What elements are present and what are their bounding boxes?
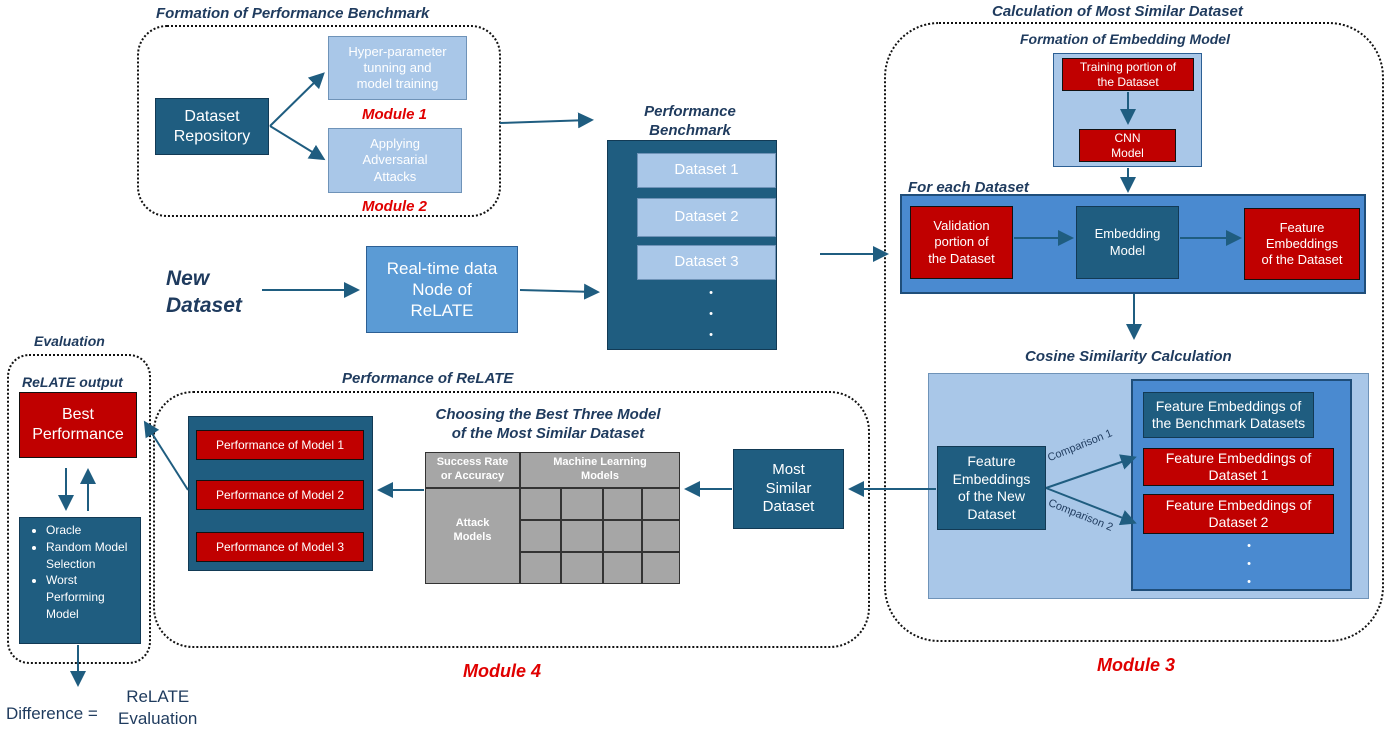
heading-formation-embedding: Formation of Embedding Model	[1020, 31, 1230, 47]
module-4-label: Module 4	[463, 661, 542, 681]
embedding-model-box: Embedding Model	[1076, 206, 1179, 279]
db-item-dataset-3: Dataset 3	[637, 245, 776, 280]
performance-model-3-box: Performance of Model 3	[196, 532, 364, 562]
eval-item-worst: Worst Performing Model	[46, 572, 136, 622]
realtime-node-box: Real-time data Node of ReLATE	[366, 246, 518, 333]
hyperparameter-box: Hyper-parameter tunning and model traini…	[328, 36, 467, 100]
arrow-repo-to-adversarial	[269, 125, 326, 161]
module-1-label: Module 1	[362, 106, 428, 123]
embeddings-more-dots: • • •	[1247, 540, 1251, 588]
heading-cosine: Cosine Similarity Calculation	[1025, 348, 1232, 365]
db-item-dataset-1: Dataset 1	[637, 153, 776, 188]
heading-evaluation: Evaluation	[34, 333, 105, 349]
heading-choosing-best: Choosing the Best Three Model of the Mos…	[435, 406, 661, 442]
table-attack-header: Attack Models	[453, 517, 492, 544]
evaluation-list-box: Oracle Random Model Selection Worst Perf…	[19, 517, 141, 644]
table-ml-header: Machine Learning Models	[553, 456, 647, 483]
feature-embeddings-benchmark-box: Feature Embeddings of the Benchmark Data…	[1143, 392, 1314, 438]
training-portion-box: Training portion of the Dataset	[1062, 58, 1194, 91]
db-item-dataset-2: Dataset 2	[637, 198, 776, 237]
table-success-header: Success Rate or Accuracy	[436, 456, 509, 483]
arrow-performance-to-best	[143, 420, 189, 491]
heading-for-each-dataset: For each Dataset	[908, 179, 1029, 196]
validation-portion-box: Validation portion of the Dataset	[910, 206, 1013, 279]
feature-embeddings-new-box: Feature Embeddings of the New Dataset	[937, 446, 1046, 530]
cnn-model-box: CNN Model	[1079, 129, 1176, 162]
arrow-realtime-to-db	[519, 283, 600, 300]
arrow-repo-to-hyper	[269, 72, 325, 127]
eval-item-random: Random Model Selection	[46, 539, 136, 573]
feature-embeddings-dataset-box: Feature Embeddings of the Dataset	[1244, 208, 1360, 280]
performance-model-2-box: Performance of Model 2	[196, 480, 364, 510]
arrow-comparison-1	[1045, 454, 1137, 489]
module-3-label: Module 3	[1097, 655, 1176, 675]
heading-relate-output: ReLATE output	[22, 374, 123, 390]
new-dataset-label: New Dataset	[166, 267, 242, 318]
best-performance-box: Best Performance	[19, 392, 137, 458]
arrow-module-to-db	[499, 112, 594, 129]
heading-formation-benchmark: Formation of Performance Benchmark	[156, 5, 430, 22]
performance-model-1-box: Performance of Model 1	[196, 430, 364, 460]
difference-label: Difference =	[6, 704, 98, 723]
most-similar-dataset-box: Most Similar Dataset	[733, 449, 844, 529]
eval-item-oracle: Oracle	[46, 522, 136, 539]
module-2-label: Module 2	[362, 198, 428, 215]
feature-embeddings-ds1-box: Feature Embeddings of Dataset 1	[1143, 448, 1334, 486]
similarity-calculation-container	[884, 22, 1384, 642]
heading-calculation-similar: Calculation of Most Similar Dataset	[992, 3, 1243, 20]
relate-evaluation-label: ReLATE Evaluation	[118, 687, 198, 729]
benchmark-formation-container	[137, 25, 501, 217]
arrow-comparison-2	[1045, 487, 1137, 526]
feature-embeddings-ds2-box: Feature Embeddings of Dataset 2	[1143, 494, 1334, 534]
relate-performance-container	[153, 391, 870, 648]
model-table: Success Rate or Accuracy Machine Learnin…	[425, 452, 680, 584]
db-more-dots: • • •	[709, 287, 713, 341]
dataset-repository-box: Dataset Repository	[155, 98, 269, 155]
adversarial-attacks-box: Applying Adversarial Attacks	[328, 128, 462, 193]
heading-performance-relate: Performance of ReLATE	[342, 370, 514, 387]
